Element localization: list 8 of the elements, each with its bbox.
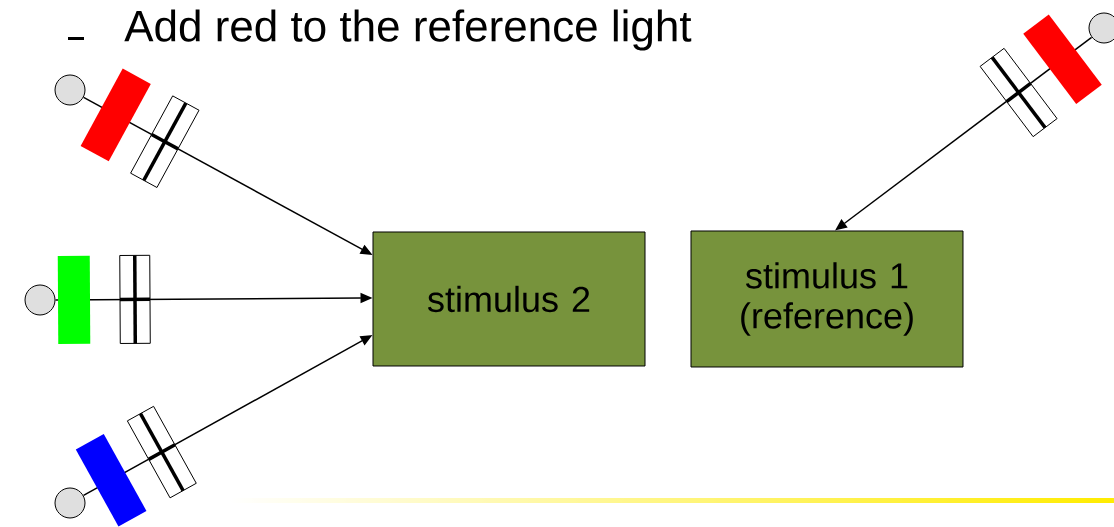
light-source-circle: [24, 284, 56, 316]
light-source-circle: [54, 74, 86, 106]
slide-title: Add red to the reference light: [124, 9, 692, 51]
arrow: [835, 36, 1093, 231]
stimulus-box: stimulus 1 (reference): [690, 230, 964, 368]
stimulus-box: stimulus 2: [372, 231, 646, 367]
light-source-circle: [1088, 12, 1114, 44]
light-source-circle: [54, 487, 86, 519]
